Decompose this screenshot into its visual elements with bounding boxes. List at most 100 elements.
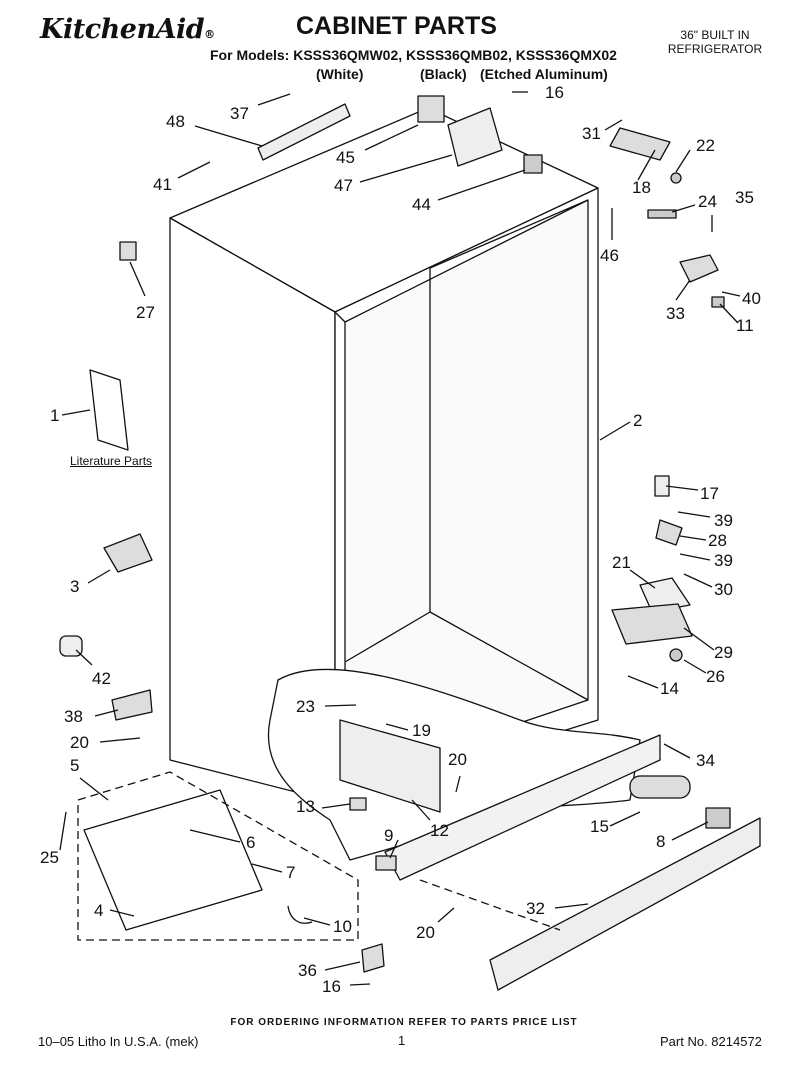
part-8-knob — [705, 807, 731, 829]
part-33-bracket — [679, 254, 719, 283]
callout-12: 12 — [430, 821, 449, 840]
callout-22: 22 — [696, 136, 715, 155]
callout-25: 25 — [40, 848, 59, 867]
callout-46: 46 — [600, 246, 619, 265]
callout-2: 2 — [633, 411, 643, 430]
callout-8: 8 — [656, 832, 666, 851]
callout-1: 1 — [50, 406, 60, 425]
callout-40: 40 — [742, 289, 761, 308]
part-45-bracket — [417, 95, 445, 123]
callout-leaders — [59, 91, 741, 986]
callout-45: 45 — [336, 148, 355, 167]
page-title: CABINET PARTS — [296, 12, 497, 40]
part-15-filter — [629, 775, 691, 799]
machine-area-outline — [267, 668, 641, 861]
variant-white: (White) — [316, 66, 364, 82]
callout-14: 14 — [660, 679, 679, 698]
callout-32: 32 — [526, 899, 545, 918]
interior-back-top — [429, 199, 589, 269]
callout-9: 9 — [384, 826, 394, 845]
part-26-nut — [669, 648, 683, 662]
callout-26: 26 — [706, 667, 725, 686]
part-32-kickplate — [489, 817, 761, 991]
variant-black: (Black) — [420, 66, 467, 82]
callout-23: 23 — [296, 697, 315, 716]
callout-20-bottom: 20 — [416, 923, 435, 942]
literature-parts-label: Literature Parts — [70, 454, 153, 468]
models-line: For Models: KSSS36QMW02, KSSS36QMB02, KS… — [210, 47, 617, 63]
product-type: 36" BUILT IN REFRIGERATOR — [660, 28, 770, 56]
callout-31: 31 — [582, 124, 601, 143]
product-type-line1: 36" BUILT IN — [680, 28, 750, 42]
part-36-clip — [361, 943, 385, 973]
callout-5: 5 — [70, 756, 80, 775]
part-28-plate — [655, 519, 683, 546]
base-assembly — [83, 668, 761, 991]
callout-41: 41 — [153, 175, 172, 194]
callout-33: 33 — [666, 304, 685, 323]
callout-30: 30 — [714, 580, 733, 599]
callout-48: 48 — [166, 112, 185, 131]
part-24-spring — [647, 209, 677, 219]
part-9-clip — [375, 855, 397, 871]
callout-34: 34 — [696, 751, 715, 770]
callout-21: 21 — [612, 553, 631, 572]
page-number: 1 — [398, 1033, 406, 1048]
part-10-tube — [287, 905, 313, 924]
callout-16-bottom: 16 — [322, 977, 341, 996]
callout-35: 35 — [735, 188, 754, 207]
callout-6: 6 — [246, 833, 256, 852]
callout-13: 13 — [296, 797, 315, 816]
part-44-clip — [523, 154, 543, 174]
part-48-bar — [257, 103, 351, 161]
callout-3: 3 — [70, 577, 80, 596]
brand-name: KitchenAid — [40, 14, 205, 45]
callout-29: 29 — [714, 643, 733, 662]
valve-kit-outline — [77, 771, 561, 941]
callout-18: 18 — [632, 178, 651, 197]
callout-39-upper: 39 — [714, 511, 733, 530]
callout-24: 24 — [698, 192, 717, 211]
callout-42: 42 — [92, 669, 111, 688]
part-34-grille — [384, 734, 661, 881]
callout-44: 44 — [412, 195, 431, 214]
cabinet-top-edge — [334, 311, 346, 323]
part-22-washer — [670, 172, 682, 184]
callout-19: 19 — [412, 721, 431, 740]
part-13-cap — [349, 797, 367, 811]
top-hardware — [119, 95, 725, 308]
cabinet-shell — [169, 107, 599, 803]
callout-37: 37 — [230, 104, 249, 123]
brand-registered-mark: ® — [204, 28, 215, 41]
litho-note: 10–05 Litho In U.S.A. (mek) — [38, 1034, 199, 1049]
part-1-literature — [89, 369, 129, 451]
part-3-clip — [103, 533, 153, 573]
callout-7: 7 — [286, 863, 296, 882]
brand-logo: KitchenAid® — [40, 14, 215, 45]
part-27-clip — [119, 241, 137, 261]
lower-hinge-parts — [611, 475, 693, 662]
callout-16: 16 — [545, 83, 564, 102]
product-type-line2: REFRIGERATOR — [667, 42, 763, 56]
callout-28: 28 — [708, 531, 727, 550]
callout-47: 47 — [334, 176, 353, 195]
part-38-bracket — [111, 689, 153, 721]
interior-back-bottom — [429, 611, 589, 701]
callout-36: 36 — [298, 961, 317, 980]
part-11-clip — [711, 296, 725, 308]
callout-20-mid: 20 — [448, 750, 467, 769]
callout-27: 27 — [136, 303, 155, 322]
callout-20-left: 20 — [70, 733, 89, 752]
part-18-hinge — [609, 127, 671, 161]
callout-4: 4 — [94, 901, 104, 920]
callout-17: 17 — [700, 484, 719, 503]
part-number: Part No. 8214572 — [660, 1034, 762, 1049]
callout-10: 10 — [333, 917, 352, 936]
part-47-duct — [447, 107, 503, 167]
callout-11: 11 — [736, 316, 754, 335]
part-5-valve-housing — [83, 789, 263, 931]
callout-38: 38 — [64, 707, 83, 726]
part-12-fan-assembly — [339, 719, 441, 813]
part-29-plate — [611, 603, 693, 645]
